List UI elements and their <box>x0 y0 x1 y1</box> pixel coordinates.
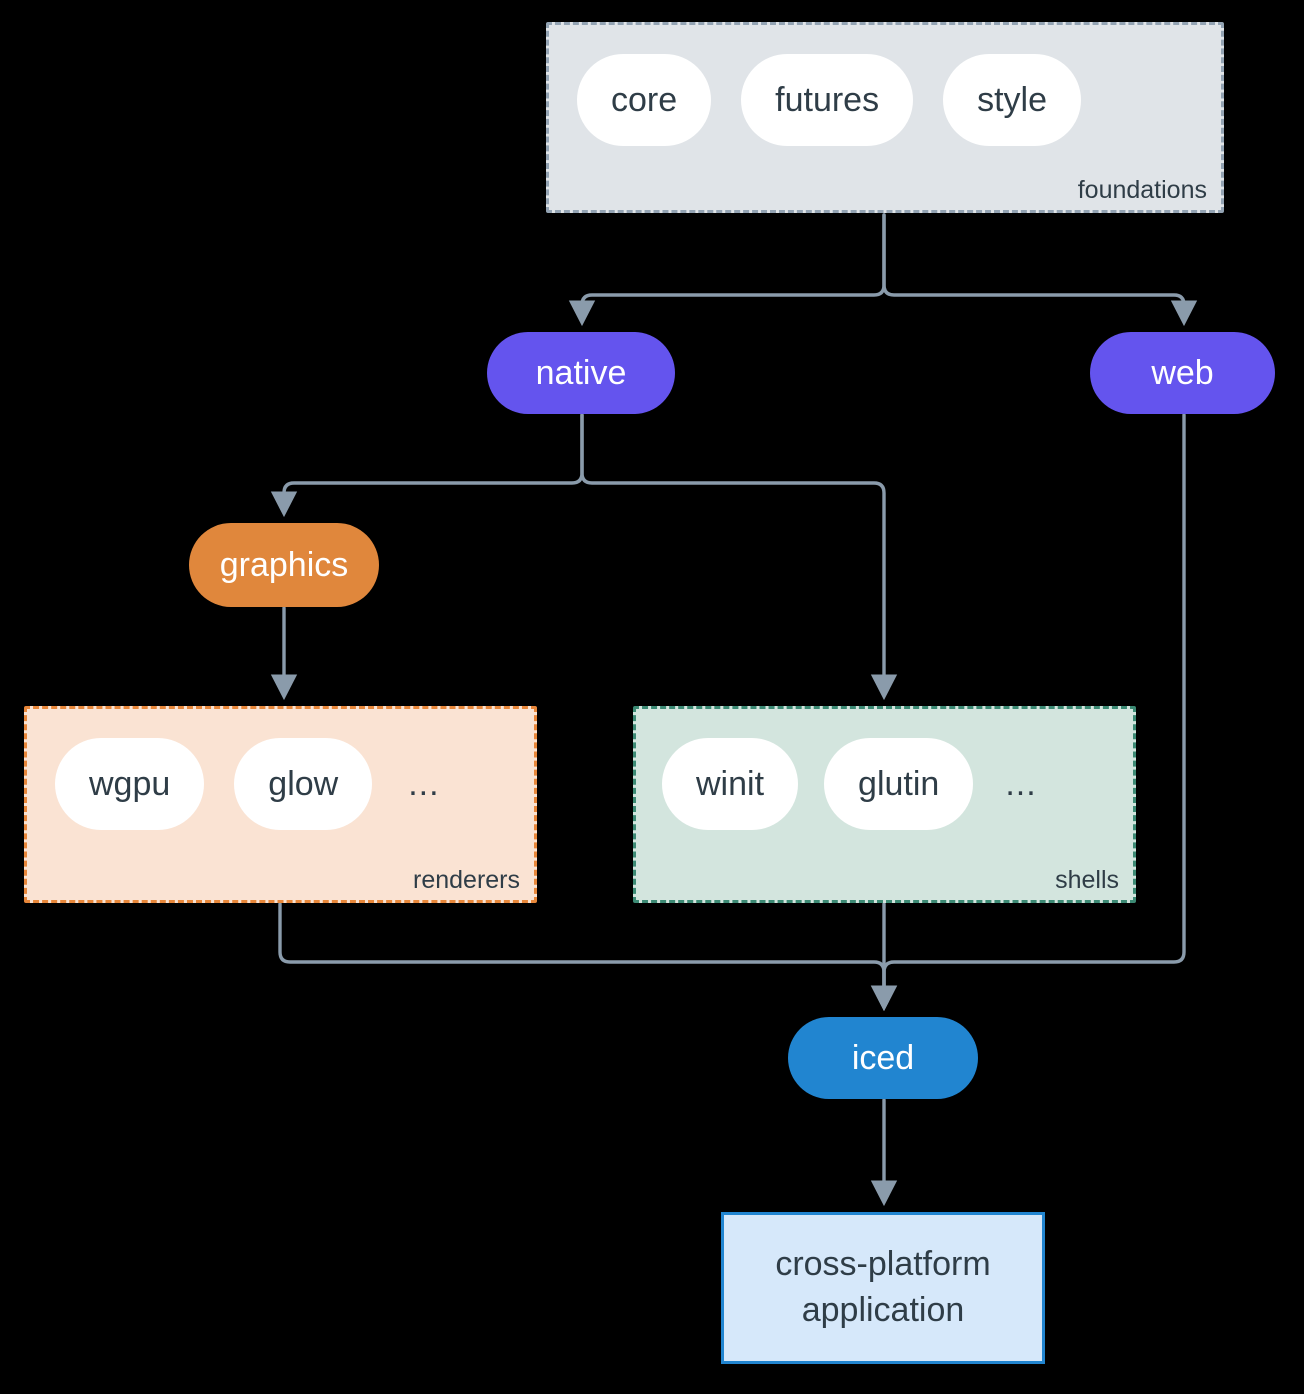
pill-futures[interactable]: futures <box>741 54 914 146</box>
group-label-renderers: renderers <box>413 865 520 894</box>
edge-renderers-iced <box>278 902 898 1012</box>
group-renderers[interactable]: wgpu glow ... renderers <box>24 706 537 903</box>
application-line-2: application <box>801 1291 965 1329</box>
pill-winit[interactable]: winit <box>662 738 799 830</box>
pill-style[interactable]: style <box>943 54 1082 146</box>
pill-glutin[interactable]: glutin <box>824 738 974 830</box>
application-line-1: cross-platform <box>775 1245 991 1284</box>
edge-foundations-web <box>882 213 1198 327</box>
node-graphics[interactable]: graphics <box>189 523 379 607</box>
shells-pill-row: winit glutin ... <box>662 738 1037 830</box>
renderers-pill-row: wgpu glow ... <box>55 738 440 830</box>
edge-foundations-native <box>568 213 886 327</box>
shells-ellipsis: ... <box>1005 764 1037 803</box>
node-cross-platform-application[interactable]: cross-platform application <box>721 1212 1045 1364</box>
renderers-ellipsis: ... <box>408 764 440 803</box>
edge-native-shells <box>580 413 898 701</box>
pill-wgpu[interactable]: wgpu <box>55 738 205 830</box>
foundations-pill-row: core futures style <box>577 54 1082 146</box>
group-foundations[interactable]: core futures style foundations <box>546 22 1224 213</box>
node-iced[interactable]: iced <box>788 1017 978 1099</box>
group-label-shells: shells <box>1055 865 1119 894</box>
node-native[interactable]: native <box>487 332 675 414</box>
pill-glow[interactable]: glow <box>234 738 373 830</box>
group-label-foundations: foundations <box>1077 175 1207 204</box>
group-shells[interactable]: winit glutin ... shells <box>633 706 1136 903</box>
pill-core[interactable]: core <box>577 54 712 146</box>
node-web[interactable]: web <box>1090 332 1275 414</box>
edge-native-graphics <box>270 413 584 518</box>
